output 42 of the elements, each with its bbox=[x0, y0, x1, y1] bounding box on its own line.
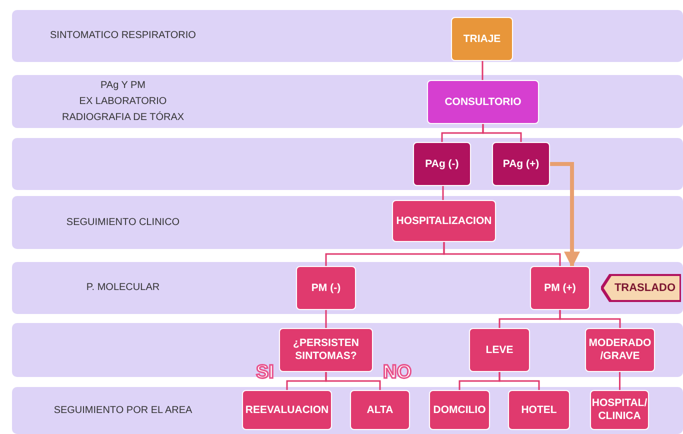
process-box: PAg (-) bbox=[413, 142, 471, 186]
lane-label: SEGUIMIENTO CLINICO bbox=[66, 216, 180, 230]
swimlane-band bbox=[12, 196, 683, 249]
process-box: PM (-) bbox=[296, 266, 356, 310]
arrow bbox=[550, 162, 580, 268]
process-box: HOTEL bbox=[508, 390, 570, 430]
connector-line bbox=[619, 372, 620, 390]
process-box: ALTA bbox=[350, 390, 410, 430]
connector-line bbox=[559, 310, 621, 328]
process-box: REEVALUACION bbox=[242, 390, 332, 430]
edge-label: SI bbox=[256, 362, 274, 384]
process-box: HOSPITALIZACION bbox=[392, 200, 496, 242]
callout-tag: TRASLADO bbox=[601, 274, 681, 302]
connector-line bbox=[443, 242, 561, 266]
swimlane-band bbox=[12, 323, 683, 377]
swimlane-band bbox=[12, 10, 683, 62]
edge-label: NO bbox=[383, 362, 412, 384]
process-box: CONSULTORIO bbox=[427, 80, 539, 124]
lane-label: PAg Y PM bbox=[100, 78, 146, 92]
process-box: TRIAJE bbox=[451, 17, 513, 61]
swimlane-band bbox=[12, 387, 683, 434]
lane-label: SINTOMATICO RESPIRATORIO bbox=[50, 29, 196, 43]
swimlane-band bbox=[12, 75, 683, 128]
lane-label: P. MOLECULAR bbox=[86, 281, 160, 295]
process-box: MODERADO /GRAVE bbox=[585, 328, 655, 372]
swimlane-band bbox=[12, 138, 683, 190]
process-box: ¿PERSISTEN SINTOMAS? bbox=[279, 328, 373, 372]
connector-line bbox=[482, 61, 484, 80]
connector-line bbox=[442, 186, 444, 200]
process-box: PM (+) bbox=[530, 266, 590, 310]
swimlane-band bbox=[12, 262, 683, 314]
connector-line bbox=[325, 310, 327, 328]
process-box: DOMCILIO bbox=[429, 390, 490, 430]
lane-label: RADIOGRAFIA DE TÓRAX bbox=[62, 110, 184, 124]
lane-label: EX LABORATORIO bbox=[79, 94, 167, 108]
lane-label: SEGUIMIENTO POR EL AREA bbox=[54, 404, 192, 418]
process-box: HOSPITAL/ CLINICA bbox=[590, 390, 649, 430]
process-box: PAg (+) bbox=[492, 142, 550, 186]
process-box: LEVE bbox=[469, 328, 530, 372]
connector-line bbox=[482, 124, 522, 142]
connector-line bbox=[325, 372, 381, 390]
connector-line bbox=[498, 372, 540, 390]
